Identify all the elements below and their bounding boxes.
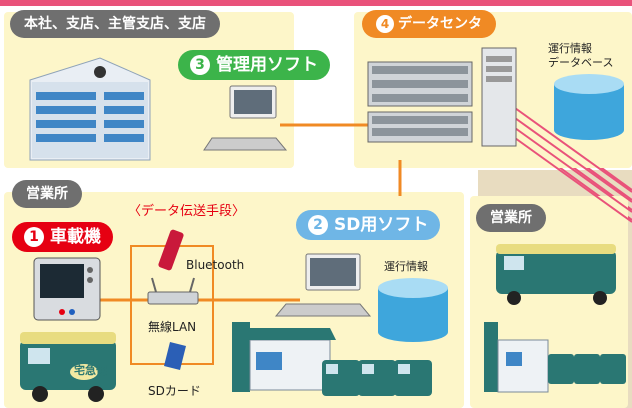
link-diagonal-visible (514, 107, 632, 223)
right-office-building-icon (484, 322, 549, 393)
sd-laptop-icon (274, 253, 372, 317)
hq-title-tag: 本社、支店、主管支店、支店 (10, 10, 220, 38)
office-main-title-tag: 営業所 (12, 180, 82, 208)
office-building-icon (232, 322, 336, 392)
management-software-number: 3 (190, 55, 210, 75)
onboard-device-icon (33, 257, 101, 321)
right-office-fleet-icon (548, 354, 626, 384)
truck-logo-text: 宅急便 (74, 364, 107, 377)
transfer-method-wireless-lan: 無線LAN (148, 320, 197, 334)
datacenter-number: 4 (376, 15, 394, 33)
hq-laptop-icon (203, 85, 288, 151)
onboard-device-number: 1 (24, 227, 44, 247)
transfer-method-bluetooth: Bluetooth (186, 258, 245, 272)
sd-card-icon (164, 342, 186, 370)
top-accent-bar (0, 0, 632, 6)
hq-title: 本社、支店、主管支店、支店 (24, 16, 206, 32)
hq-building-illustration (29, 57, 151, 161)
management-software-label: 管理用ソフト (216, 55, 318, 75)
company-logo-icon (94, 66, 106, 78)
onboard-device-pill: 1 車載機 (12, 222, 113, 252)
office-database-icon (378, 278, 448, 342)
datacenter-title-tag: 4 データセンタ (362, 10, 496, 38)
office-right-title: 営業所 (490, 210, 532, 226)
sd-software-label: SD用ソフト (334, 215, 429, 235)
office-main-title: 営業所 (26, 186, 68, 202)
datacenter-database-icon (554, 74, 624, 140)
sd-software-pill: 2 SD用ソフト (296, 210, 441, 240)
delivery-truck-icon (20, 332, 116, 402)
mobile-phone-icon (158, 229, 184, 271)
wireless-router-icon (147, 277, 199, 305)
sd-software-number: 2 (308, 215, 328, 235)
office-right-title-tag: 営業所 (476, 204, 546, 232)
datacenter-db-label-line2: データベース (548, 56, 614, 69)
server-rack-icon (367, 61, 473, 143)
transfer-method-sd-card: SDカード (148, 384, 201, 398)
transfer-methods-title: 〈データ伝送手段〉 (128, 204, 246, 219)
delivery-truck-fleet-icon (322, 360, 432, 396)
onboard-device-label: 車載機 (50, 227, 101, 247)
datacenter-db-label-line1: 運行情報 (548, 42, 592, 55)
datacenter-title: データセンタ (398, 16, 482, 32)
server-tower-icon (481, 47, 517, 147)
datacenter-db-label: 運行情報 データベース (548, 42, 613, 70)
office-db-label: 運行情報 (384, 260, 428, 273)
right-office-truck-icon (496, 244, 616, 305)
management-software-pill: 3 管理用ソフト (178, 50, 330, 80)
